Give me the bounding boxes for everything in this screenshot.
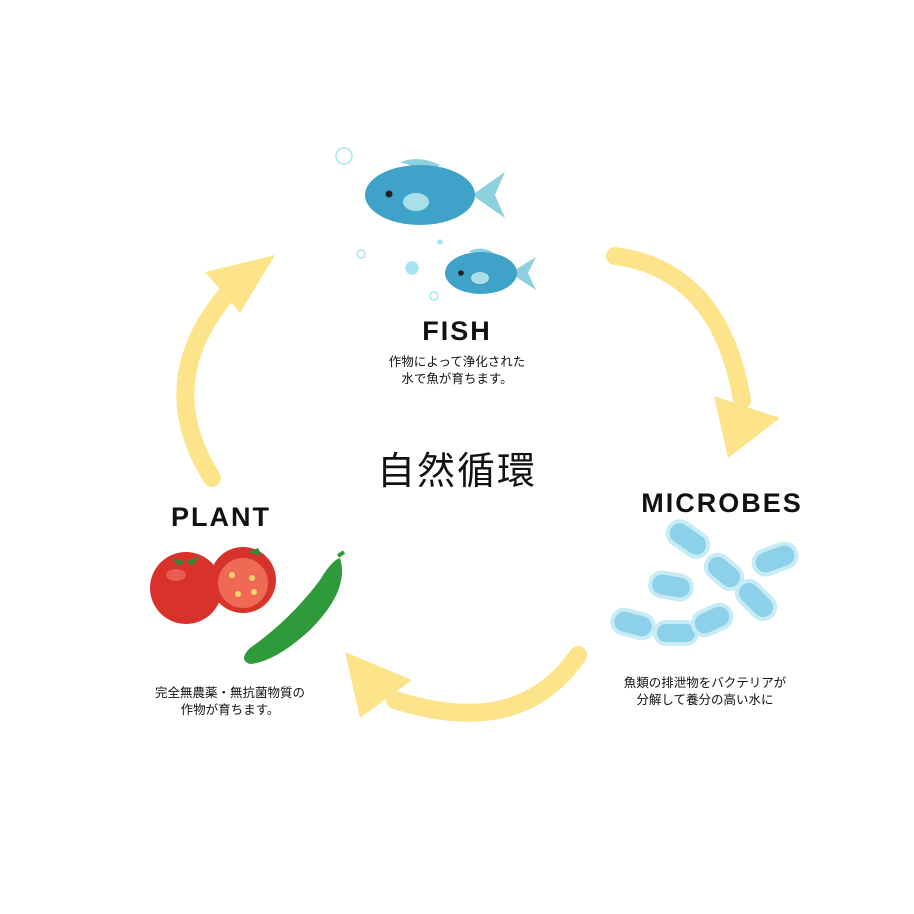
- plant-description: 完全無農薬・無抗菌物質の 作物が育ちます。: [130, 684, 330, 718]
- tomato-whole-icon: [150, 552, 222, 624]
- microbes-icon: [610, 519, 799, 646]
- microbes-description: 魚類の排泄物をバクテリアが 分解して養分の高い水に: [605, 674, 805, 708]
- tomato-half-icon: [210, 547, 276, 613]
- fish-label: FISH: [422, 316, 492, 346]
- plant-label: PLANT: [171, 502, 271, 532]
- plant-desc-line: 完全無農薬・無抗菌物質の: [154, 685, 305, 700]
- arrow-fish-to-microbes: [606, 247, 780, 458]
- fish-large-icon: [365, 159, 505, 225]
- cucumber-icon: [244, 550, 346, 664]
- plant-desc-line: 作物が育ちます。: [180, 702, 280, 717]
- microbes-desc-line: 分解して養分の高い水に: [636, 692, 774, 707]
- fish-desc-line: 水で魚が育ちます。: [401, 371, 513, 386]
- fish-desc-line: 作物によって浄化された: [388, 354, 526, 369]
- fish-description: 作物によって浄化された 水で魚が育ちます。: [357, 353, 557, 387]
- arrow-plant-to-fish: [176, 255, 275, 487]
- fish-small-icon: [445, 248, 536, 294]
- microbes-desc-line: 魚類の排泄物をバクテリアが: [623, 675, 787, 690]
- center-title: 自然循環: [376, 449, 537, 493]
- bubbles: [335, 147, 443, 301]
- arrow-microbes-to-plant: [345, 646, 587, 722]
- microbes-label: MICROBES: [641, 488, 803, 518]
